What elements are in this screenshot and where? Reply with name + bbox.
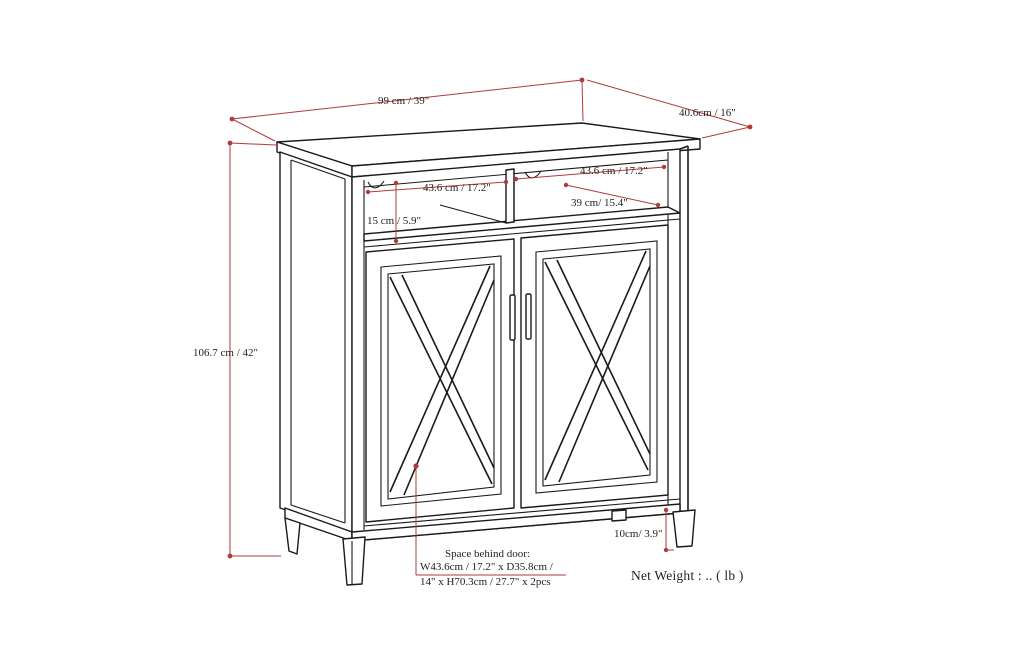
leg-height-label: 10cm/ 3.9" xyxy=(614,528,663,540)
width-dimension xyxy=(229,77,585,142)
cabinet-side-panel xyxy=(279,151,353,542)
shelf-width-left-dimension xyxy=(365,179,509,195)
cabinet-doors xyxy=(365,224,669,523)
shelf-width-right-dimension xyxy=(513,164,667,182)
space-note-title: Space behind door: xyxy=(445,548,530,560)
dimension-labels: 99 cm / 39" 40.6cm / 16" 106.7 cm / 42" … xyxy=(193,95,736,540)
height-dimension xyxy=(227,140,281,559)
door-handles xyxy=(509,293,532,341)
shelf-height-label: 15 cm / 5.9" xyxy=(367,215,421,227)
cabinet-illustration xyxy=(276,122,701,586)
open-shelf xyxy=(363,159,681,248)
net-weight-label: Net Weight : .. ( lb ) xyxy=(631,568,744,583)
depth-dimension xyxy=(586,79,753,139)
leg-height-dimension xyxy=(663,507,674,553)
shelf-height-dimension xyxy=(393,180,399,244)
shelf-width-left-label: 43.6 cm / 17.2" xyxy=(423,182,491,194)
height-label: 106.7 cm / 42" xyxy=(193,347,258,359)
shelf-depth-label: 39 cm/ 15.4" xyxy=(571,197,628,209)
space-behind-door-leader xyxy=(413,463,566,576)
right-door xyxy=(520,224,669,509)
space-note-line2: 14" x H70.3cm / 27.7" x 2pcs xyxy=(420,576,551,588)
dimension-lines xyxy=(227,77,753,576)
cabinet-legs xyxy=(284,509,696,586)
width-label: 99 cm / 39" xyxy=(378,95,429,107)
cabinet-top xyxy=(276,122,701,178)
depth-label: 40.6cm / 16" xyxy=(679,107,736,119)
space-behind-door-note: Space behind door: W43.6cm / 17.2" x D35… xyxy=(420,548,554,588)
space-note-line1: W43.6cm / 17.2" x D35.8cm / xyxy=(420,561,554,573)
shelf-depth-dimension xyxy=(563,182,661,208)
shelf-width-right-label: 43.6 cm / 17.2" xyxy=(580,165,648,177)
left-door xyxy=(365,238,515,523)
